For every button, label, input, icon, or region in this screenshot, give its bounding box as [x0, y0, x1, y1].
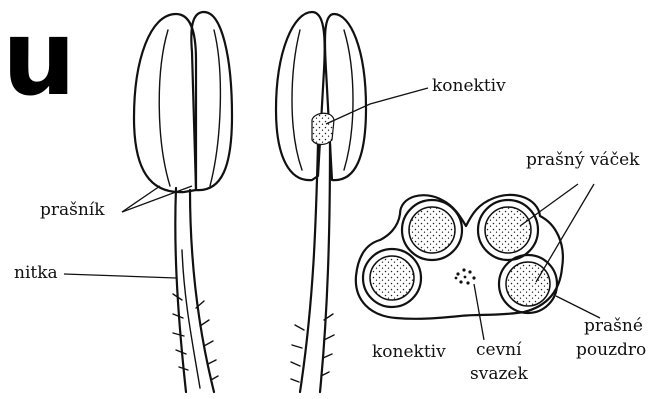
label-cevni: cevní — [476, 342, 522, 360]
pollen-sac-top-right — [485, 207, 531, 253]
label-prasnik: prašník — [40, 202, 105, 220]
pollen-sac-top-left — [409, 207, 455, 253]
anther-right-lobe — [191, 12, 232, 190]
label-konektiv-top: konektiv — [432, 78, 506, 96]
leader-vacek-2 — [536, 184, 594, 282]
stamen-back-view — [276, 12, 366, 392]
leader-pouzdro — [556, 296, 600, 318]
label-nitka: nitka — [14, 265, 58, 283]
leader-vacek-1 — [520, 184, 578, 226]
label-pouzdro: pouzdro — [576, 342, 646, 360]
pollen-sac-bottom-left — [370, 256, 414, 300]
leader-prasnik-1 — [122, 186, 160, 212]
label-prasne: prašné — [584, 318, 643, 336]
anther-cross-section — [356, 195, 563, 319]
leader-cevni — [474, 284, 484, 340]
vascular-bundle — [455, 268, 476, 284]
label-prasny-vacek: prašný váček — [526, 152, 639, 170]
leader-prasnik-2 — [122, 186, 192, 212]
leader-nitka — [64, 274, 176, 278]
label-svazek: svazek — [470, 366, 528, 384]
anther-middle-right — [325, 14, 366, 180]
label-konektiv-bottom: konektiv — [372, 344, 446, 362]
connective-middle — [312, 113, 334, 144]
leader-konektiv-top — [326, 88, 428, 124]
filament-hairs-middle — [291, 314, 334, 382]
